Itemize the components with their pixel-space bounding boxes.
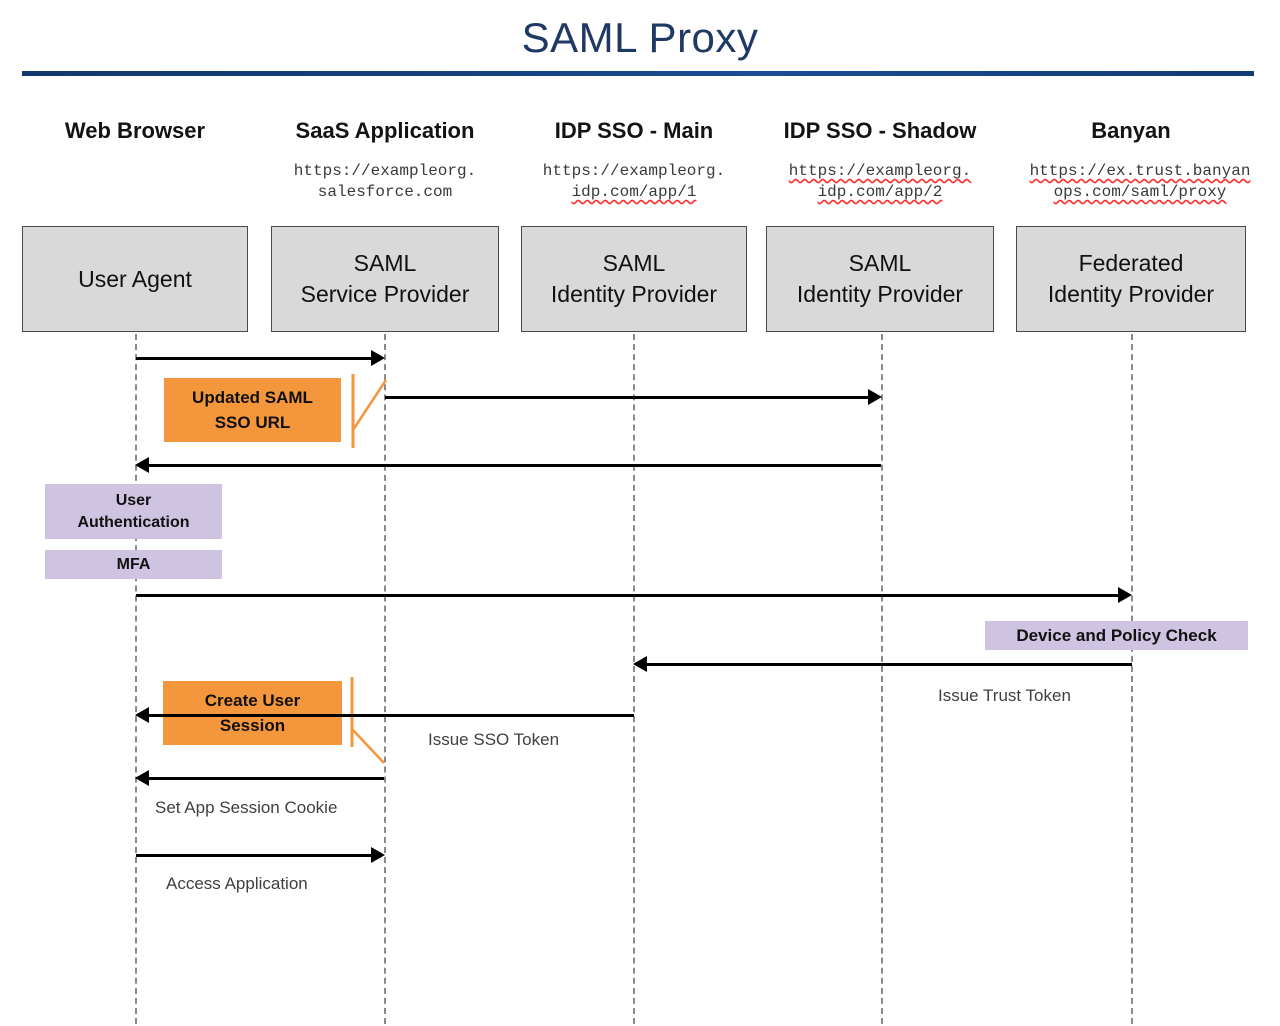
note-line-1: MFA	[116, 555, 151, 573]
participant-url-idp-sso-shadow: https://exampleorg. idp.com/app/2	[763, 161, 997, 203]
message-6-line	[148, 714, 634, 717]
note-line-2: Authentication	[77, 513, 190, 531]
note-line-1: User	[115, 491, 152, 509]
message-2-arrowhead	[868, 389, 882, 405]
message-8-arrowhead	[371, 847, 385, 863]
note-mfa[interactable]: MFA	[45, 550, 222, 579]
participant-header-saas-application: SaaS Application	[295, 118, 475, 143]
message-7-arrowhead	[135, 770, 149, 786]
note-line-2: Session	[219, 716, 286, 735]
message-1-arrowhead	[371, 350, 385, 366]
note-line-2: SSO URL	[214, 413, 291, 432]
participant-box-label-line-1: Federated	[1078, 250, 1184, 276]
participant-box-label: User Agent	[78, 265, 192, 292]
participant-url-line-2: idp.com/app/1	[571, 183, 697, 201]
participant-box-label-line-2: Service Provider	[300, 281, 470, 307]
message-1-line	[136, 357, 372, 360]
participant-box-label-line-2: Identity Provider	[550, 281, 718, 307]
note-device-and-policy-check[interactable]: Device and Policy Check	[985, 621, 1248, 650]
note-create-user-session[interactable]: Create User Session	[163, 681, 342, 745]
participant-url-line-1: https://ex.trust.banyan	[1029, 162, 1251, 180]
message-7-line	[148, 777, 384, 780]
participant-header-idp-sso-shadow: IDP SSO - Shadow	[783, 118, 977, 143]
participant-box-label-line-1: SAML	[353, 250, 417, 276]
participant-box-label-line-1: SAML	[848, 250, 912, 276]
participant-box-label-line-2: Identity Provider	[1047, 281, 1215, 307]
page-title: SAML Proxy	[521, 14, 759, 61]
note-updated-saml-sso-url[interactable]: Updated SAML SSO URL	[164, 378, 341, 442]
participant-box-label-line-1: SAML	[602, 250, 666, 276]
note-line-1: Create User	[204, 691, 301, 710]
message-4-arrowhead	[1118, 587, 1132, 603]
note-line-1: Device and Policy Check	[1016, 625, 1217, 645]
note-callout-create-user-session	[347, 677, 393, 767]
message-6-label: Issue SSO Token	[428, 730, 560, 749]
participant-url-line-1: https://exampleorg.	[542, 162, 726, 180]
participant-box-idp-sso-main[interactable]: SAML Identity Provider	[521, 226, 747, 332]
participant-box-label-line-2: Identity Provider	[796, 281, 964, 307]
message-5-line	[646, 663, 1132, 666]
participant-box-idp-sso-shadow[interactable]: SAML Identity Provider	[766, 226, 994, 332]
message-4-line	[136, 594, 1120, 597]
note-line-1: Updated SAML	[192, 388, 313, 407]
lifeline-idp-sso-shadow	[881, 334, 883, 1024]
participant-url-line-1: https://exampleorg.	[788, 162, 972, 180]
participant-box-web-browser[interactable]: User Agent	[22, 226, 248, 332]
lifeline-idp-sso-main	[633, 334, 635, 1024]
participant-url-line-1: https://exampleorg.	[293, 162, 477, 180]
message-8-label: Access Application	[166, 874, 308, 893]
message-7-label: Set App Session Cookie	[155, 798, 338, 817]
participant-header-idp-sso-main: IDP SSO - Main	[554, 118, 714, 143]
message-5-label: Issue Trust Token	[938, 686, 1071, 705]
message-8-line	[136, 854, 372, 857]
participant-url-line-2: ops.com/saml/proxy	[1053, 183, 1227, 201]
participant-box-banyan[interactable]: Federated Identity Provider	[1016, 226, 1246, 332]
lifeline-saas-application	[384, 334, 386, 1024]
participant-box-saas-application[interactable]: SAML Service Provider	[271, 226, 499, 332]
participant-url-banyan: https://ex.trust.banyan ops.com/saml/pro…	[1002, 161, 1278, 203]
message-3-line	[148, 464, 881, 467]
title-divider	[22, 71, 1254, 76]
participant-url-line-2: idp.com/app/2	[817, 183, 943, 201]
participant-url-saas-application: https://exampleorg. salesforce.com	[268, 161, 502, 203]
note-user-authentication[interactable]: User Authentication	[45, 484, 222, 539]
participant-url-idp-sso-main: https://exampleorg. idp.com/app/1	[518, 161, 750, 203]
note-callout-updated-saml-sso-url	[348, 374, 394, 452]
participant-url-line-2: salesforce.com	[317, 183, 453, 201]
lifeline-web-browser	[135, 334, 137, 1024]
message-5-arrowhead	[633, 656, 647, 672]
participant-header-web-browser: Web Browser	[64, 118, 206, 143]
message-3-arrowhead	[135, 457, 149, 473]
message-6-arrowhead	[135, 707, 149, 723]
participant-header-banyan: Banyan	[1091, 118, 1171, 143]
lifeline-banyan	[1131, 334, 1133, 1024]
message-2-line	[385, 396, 869, 399]
